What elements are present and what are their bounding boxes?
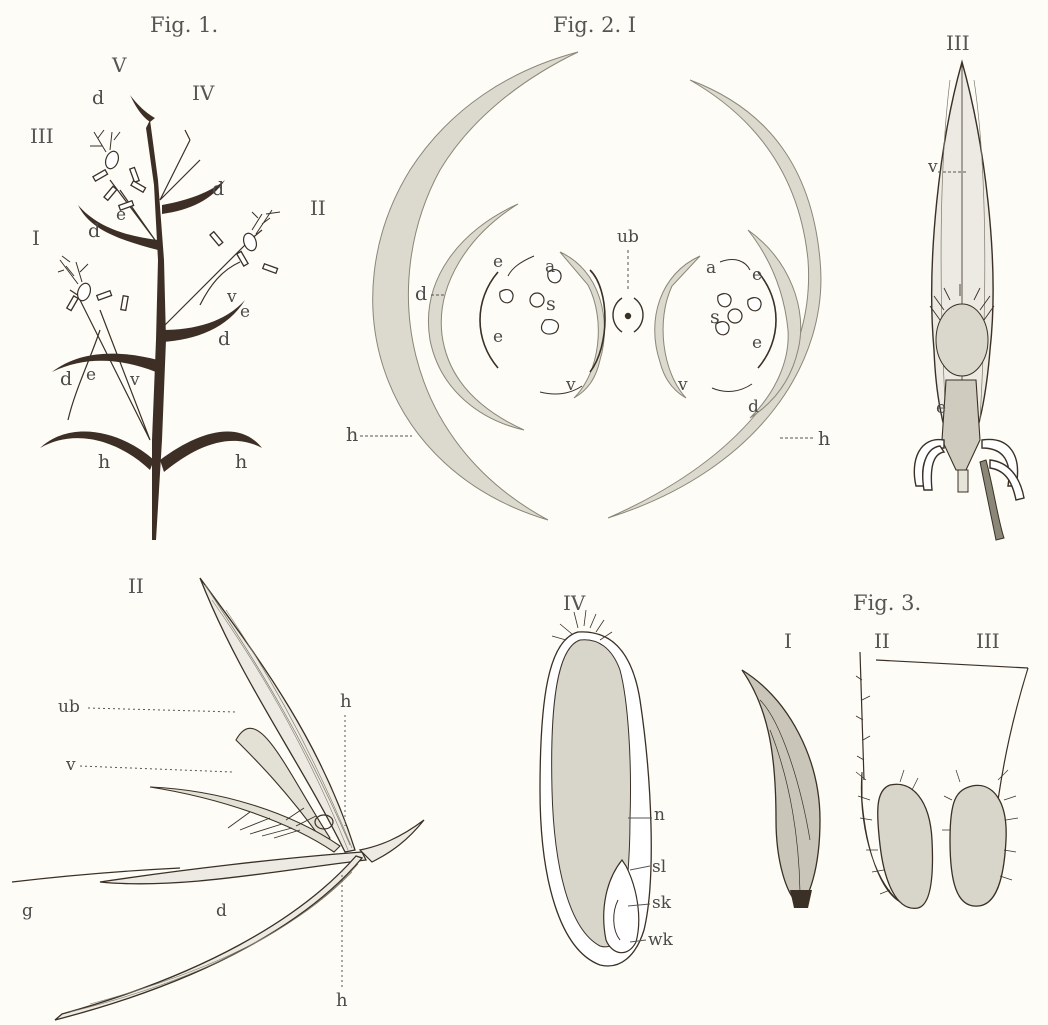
fig2-h-right: h [818,428,830,450]
fig1-label-IV: IV [192,81,215,105]
fig1-label-III: III [30,124,54,148]
fig1-e-2: e [240,302,250,322]
fig2-II-label: II [128,574,144,598]
fig2-right-s: s [710,306,720,328]
fig3-III-grain [950,785,1006,906]
fig3-label-III: III [976,629,1000,653]
fig2-right-a: a [706,258,716,278]
fig2-right-lemma-d [748,230,801,418]
fig2-IV-sk: sk [652,893,672,913]
fig2-right-anthers [716,294,761,335]
fig2-II-g: g [22,901,33,921]
figure-1: Fig. 1. V IV III II I [30,13,326,540]
fig1-d-right2: d [218,328,230,350]
fig2-left-e1: e [493,252,503,272]
fig2-rudiment [613,298,643,332]
fig3-label-II: II [874,629,890,653]
fig2-II-h-bottom: h [336,990,348,1011]
fig2-III-e: e [936,398,946,418]
fig1-e-3: e [86,365,96,385]
fig2-IV-label: IV [563,591,586,615]
fig1-h-right: h [235,451,247,473]
fig3-II-awn [860,652,864,780]
fig2-glume-left [373,52,578,520]
fig1-d-right1: d [212,178,224,200]
fig2-III-stalk [958,470,968,492]
figure-2-II: II h ub v d g h [12,574,424,1020]
fig1-d-left2: d [60,368,72,390]
fig3-I-base [790,890,812,908]
fig2-III-base [942,380,980,470]
fig2-II-h-top: h [340,691,352,712]
fig1-v-1: v [226,287,237,307]
fig2-II-ub: ub [58,697,80,717]
fig1-d-left1: d [88,220,100,242]
fig2-right-e1: e [752,265,762,285]
fig2-right-d: d [748,397,759,417]
fig2-left-e2: e [493,327,503,347]
figure-2-IV: IV n sl sk wk [540,591,674,966]
fig2-II-v: v [65,755,76,775]
fig2-IV-sl: sl [652,857,666,877]
fig3-label-I: I [784,629,792,653]
fig3-III-bar [876,660,1028,668]
fig2-IV-wk: wk [648,930,674,950]
fig2-left-a: a [545,257,555,277]
fig3-title: Fig. 3. [853,591,921,615]
figure-3: Fig. 3. I II III [742,591,1028,908]
fig2-II-lemma-d [100,852,366,884]
fig1-title: Fig. 1. [150,13,218,37]
fig2-h-left: h [346,424,358,446]
fig2-ub: ub [617,227,639,247]
fig1-label-II: II [310,196,326,220]
fig2-title: Fig. 2. I [553,13,636,37]
figure-2-III: III v e [914,31,1024,540]
fig3-II-grain [878,784,933,908]
fig2-left-d: d [415,283,427,305]
fig3-I-grain [742,670,820,905]
fig3-III-awn [998,668,1028,800]
fig2-left-lemma-d [428,204,524,430]
fig1-bract-d5 [130,95,155,122]
fig1-v-2: v [129,370,140,390]
fig2-III-v: v [927,157,938,177]
fig1-label-V: V [111,53,127,77]
fig1-h-left: h [98,451,110,473]
fig2-left-s: s [546,293,556,315]
fig2-right-v: v [677,375,688,395]
fig1-e-1: e [116,205,126,225]
fig2-III-ovary [936,304,988,376]
fig2-left-v: v [565,375,576,395]
fig2-III-label: III [946,31,970,55]
fig1-label-I: I [32,226,40,250]
figure-2-I: Fig. 2. I a e e s d v ub [346,13,830,520]
fig1-d-top: d [92,87,104,109]
fig2-II-d: d [216,901,227,921]
fig2-IV-n: n [654,805,665,825]
fig2-right-e2: e [752,333,762,353]
fig1-glume-h-left [40,431,154,470]
fig2-II-rachilla [360,820,424,862]
